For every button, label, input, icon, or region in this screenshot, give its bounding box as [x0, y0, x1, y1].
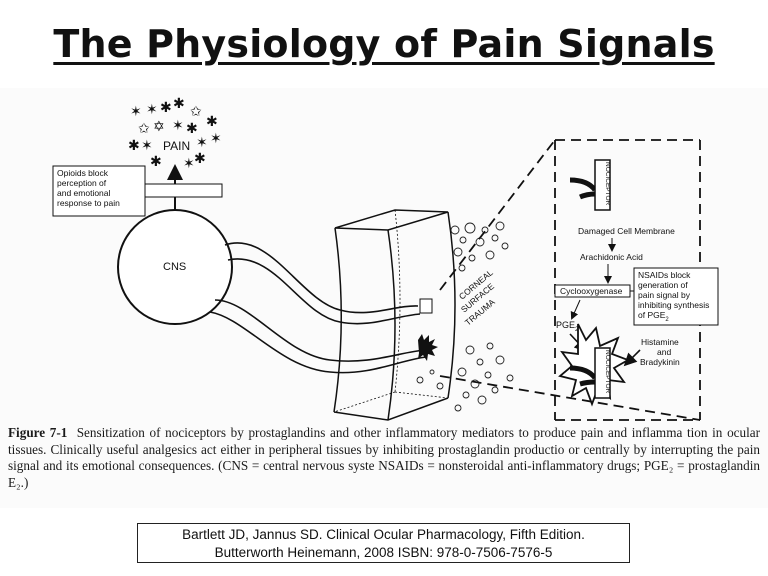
histamine-line-3: Bradykinin [640, 357, 680, 367]
nociceptor-bottom-label: NOCICEPTOR [604, 350, 611, 394]
svg-text:✱: ✱ [186, 120, 198, 136]
caption-text: Sensitization of nociceptors by prostagl… [8, 425, 761, 490]
arachidonic-acid-label: Arachidonic Acid [580, 252, 643, 262]
nociceptor-top: NOCICEPTOR [569, 159, 611, 211]
svg-text:✱: ✱ [173, 95, 185, 111]
svg-text:✶: ✶ [196, 134, 208, 150]
opioid-line-3: and emotional [57, 188, 111, 198]
pain-label: PAIN [163, 139, 190, 153]
citation-line-2: Butterworth Heinemann, 2008 ISBN: 978-0-… [214, 545, 553, 560]
nsaid-line-4: inhibiting synthesis [638, 300, 709, 310]
cornea-texture [416, 221, 514, 412]
svg-text:✱: ✱ [160, 99, 172, 115]
block-bar [144, 183, 223, 198]
svg-text:✶: ✶ [183, 155, 195, 171]
nociceptor-top-label: NOCICEPTOR [604, 162, 611, 206]
nsaid-line-1: NSAIDs block [638, 270, 691, 280]
cns-label: CNS [163, 261, 186, 273]
citation-box: Bartlett JD, Jannus SD. Clinical Ocular … [137, 523, 630, 563]
nerve-fibers [209, 242, 427, 374]
svg-text:✱: ✱ [150, 153, 162, 169]
histamine-line-1: Histamine [641, 337, 679, 347]
nociceptor-bottom: NOCICEPTOR [558, 323, 631, 407]
svg-text:✶: ✶ [172, 117, 184, 133]
slide-title: The Physiology of Pain Signals [53, 22, 715, 66]
svg-text:✱: ✱ [128, 137, 140, 153]
svg-text:✱: ✱ [194, 150, 206, 166]
svg-text:✶: ✶ [146, 101, 158, 117]
svg-text:✩: ✩ [138, 120, 150, 136]
small-nociceptor-top [419, 298, 433, 314]
opioid-line-2: perception of [57, 178, 107, 188]
cornea-block [333, 209, 456, 421]
opioid-line-4: response to pain [57, 198, 120, 208]
pain-pathway-diagram: ✶✶✱ ✱✩✩ ✡✶✱ ✱✱✶ ✶✶✱ ✱✶ PAIN Opioids bloc… [52, 95, 719, 421]
zoom-lines [439, 139, 701, 421]
nsaid-line-3: pain signal by [638, 290, 691, 300]
figure-caption: Figure 7-1 Sensitization of nociceptors … [8, 425, 760, 491]
opioid-line-1: Opioids block [57, 168, 109, 178]
nsaid-box [633, 267, 719, 326]
citation-line-1: Bartlett JD, Jannus SD. Clinical Ocular … [182, 527, 585, 542]
svg-text:✱: ✱ [206, 113, 218, 129]
figure-scan: ✶✶✱ ✱✩✩ ✡✶✱ ✱✱✶ ✶✶✱ ✱✶ PAIN Opioids bloc… [0, 88, 768, 508]
cns-circle [117, 209, 233, 325]
svg-text:✡: ✡ [153, 118, 165, 134]
pain-stars-icon: ✶✶✱ ✱✩✩ ✡✶✱ ✱✱✶ ✶✶✱ ✱✶ [128, 95, 222, 171]
svg-text:✩: ✩ [190, 103, 202, 119]
figure-label: Figure 7-1 [8, 425, 68, 440]
svg-text:✶: ✶ [130, 103, 142, 119]
nsaid-line-2: generation of [638, 280, 688, 290]
nsaid-line-5: of PGE2 [638, 310, 669, 323]
damaged-membrane-label: Damaged Cell Membrane [578, 226, 675, 236]
svg-text:✶: ✶ [210, 130, 222, 146]
histamine-line-2: and [657, 347, 671, 357]
svg-text:✶: ✶ [141, 137, 153, 153]
cyclooxygenase-label: Cyclooxygenase [560, 286, 623, 296]
small-nociceptor-burst [418, 334, 438, 361]
pge2-label: PGE2 [556, 320, 579, 333]
